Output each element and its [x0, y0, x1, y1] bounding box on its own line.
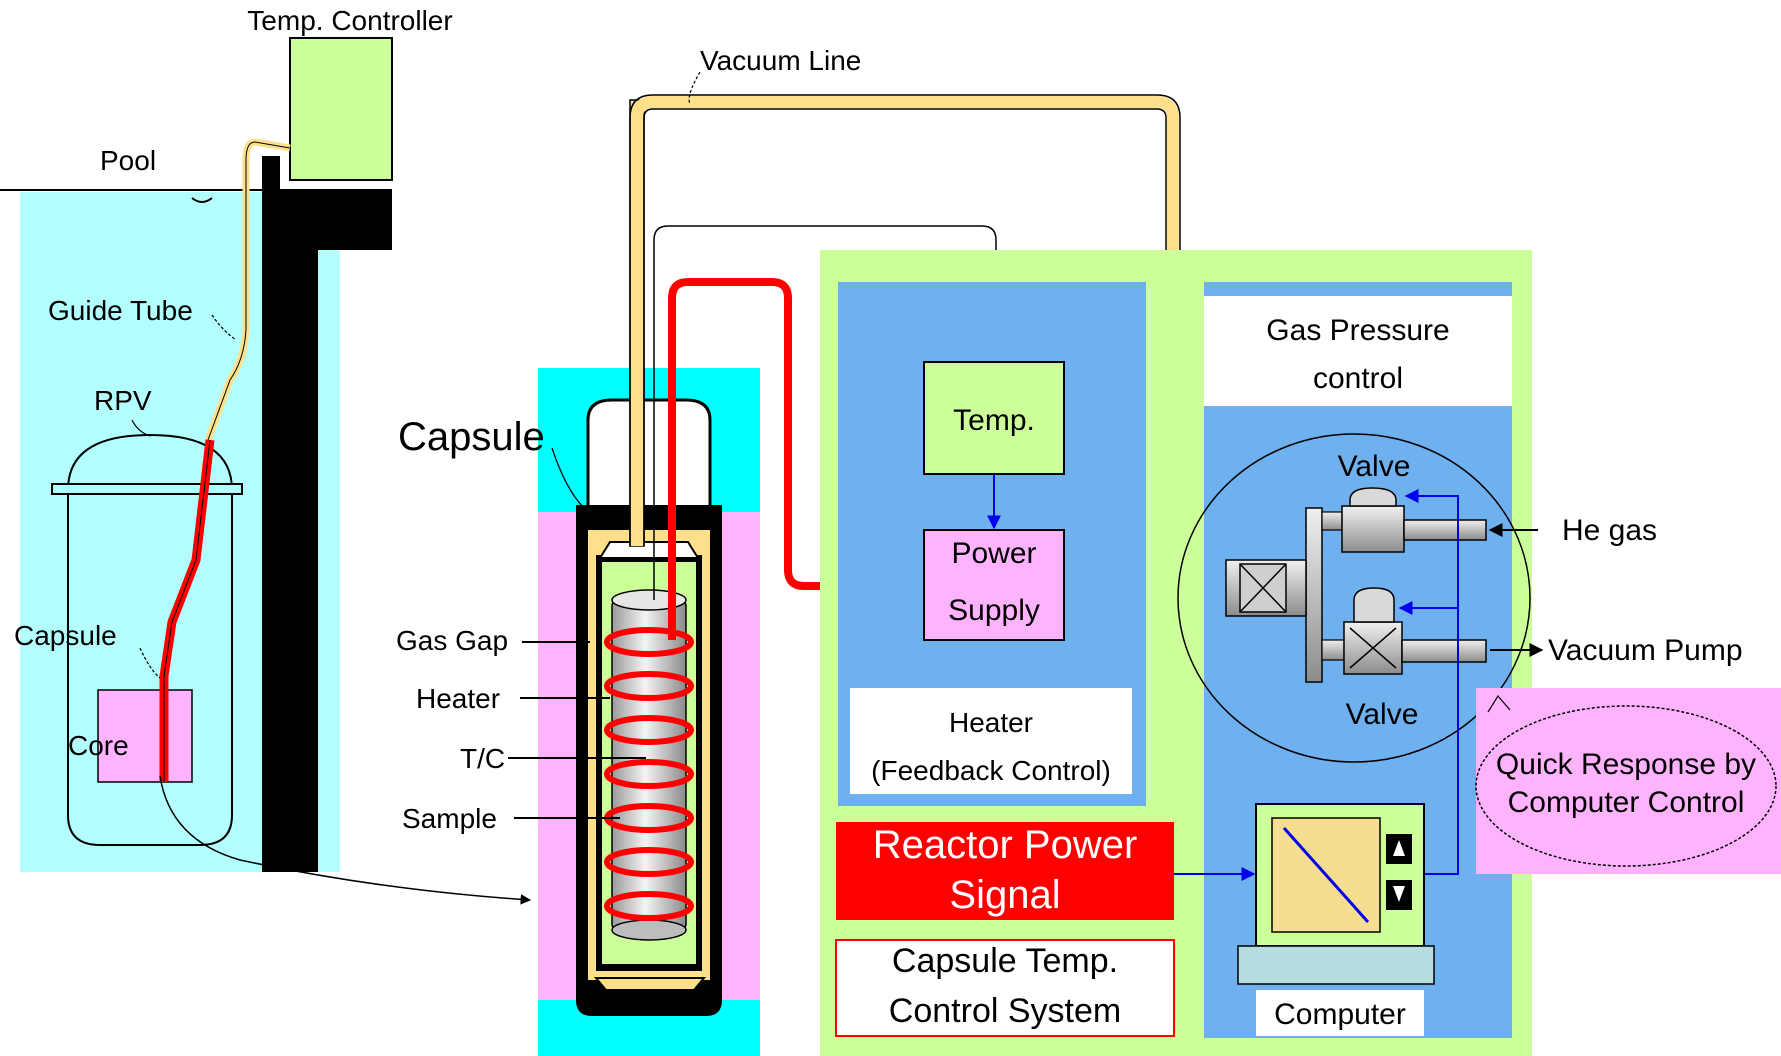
guide-tube-callout — [211, 314, 237, 341]
manifold-bar — [1305, 507, 1323, 683]
quick-response-group: Quick Response by Computer Control — [1475, 688, 1781, 874]
temp-controller-box[interactable] — [289, 37, 393, 181]
computer-signal-line — [1404, 489, 1459, 875]
capsule-top-cap — [586, 398, 712, 512]
quick-response-pointer — [1487, 694, 1511, 713]
tc-signal-line — [653, 225, 1002, 600]
reflector-right — [716, 512, 760, 1000]
capsule-title-leader — [551, 447, 585, 509]
label-temp-controller: Temp. Controller — [247, 5, 452, 36]
label-rpv: RPV — [94, 385, 152, 416]
pool-group: Temp. Controller Pool Guide Tube RPV Cap… — [0, 5, 532, 905]
heater-power-line — [668, 278, 926, 640]
pool-wall — [262, 156, 392, 872]
power-supply-box[interactable] — [923, 529, 1065, 641]
heater-feedback-box — [850, 688, 1132, 794]
label-heater-fc-1: Heater — [949, 707, 1033, 738]
label-heater-fc-2: (Feedback Control) — [871, 755, 1111, 786]
label-pool: Pool — [100, 145, 156, 176]
label-valve-bottom: Valve — [1346, 698, 1419, 731]
capsule-left-callout — [139, 647, 161, 679]
sample-cylinder-top — [611, 589, 687, 611]
label-core: Core — [68, 730, 129, 761]
quick-response-ellipse — [1475, 705, 1777, 867]
label-reactor-power-2: Signal — [949, 873, 1060, 917]
label-gas-gap: Gas Gap — [396, 625, 508, 656]
capsule-inner-lip — [598, 541, 700, 559]
reactor-power-signal-box — [836, 822, 1174, 920]
label-vacuum-line: Vacuum Line — [700, 45, 861, 76]
main-valve-icon — [1225, 559, 1307, 617]
capsule-line-outline — [163, 439, 211, 782]
capsule-detail-group: Capsule Gas Gap Heater T/C Sample — [396, 99, 760, 1056]
label-capsule-left: Capsule — [14, 620, 117, 651]
label-temp-box: Temp. — [953, 404, 1035, 437]
label-capsule-system-1: Capsule Temp. — [892, 942, 1118, 980]
capsule-detail-arrow — [159, 775, 532, 905]
computer-icon[interactable] — [1237, 803, 1435, 985]
label-power-supply-2: Supply — [948, 594, 1040, 627]
label-sample: Sample — [402, 803, 497, 834]
label-valve-top: Valve — [1338, 450, 1411, 483]
heater-coil-icon — [604, 627, 694, 921]
capsule-bottom-lip — [593, 977, 707, 991]
control-system-group: Temp. Power Supply Heater (Feedback Cont… — [820, 250, 1743, 1056]
label-quick-response-2: Computer Control — [1508, 786, 1745, 819]
rpv-flange — [51, 483, 243, 495]
label-he-gas: He gas — [1562, 514, 1657, 547]
rpv-callout — [131, 419, 151, 437]
guide-tube-outline — [207, 141, 291, 441]
reflector-left — [538, 512, 578, 1000]
label-vacuum-pump: Vacuum Pump — [1548, 634, 1743, 667]
valve-icon — [1321, 487, 1487, 553]
label-heater: Heater — [416, 683, 500, 714]
capsule-system-box — [835, 939, 1175, 1037]
label-capsule-title: Capsule — [398, 415, 545, 459]
label-quick-response-1: Quick Response by — [1496, 748, 1756, 781]
computer-label-box — [1256, 990, 1424, 1036]
label-gas-pressure-2: control — [1313, 362, 1403, 395]
label-capsule-system-2: Control System — [889, 992, 1121, 1030]
gas-pressure-box — [1204, 296, 1512, 406]
core-box — [97, 689, 193, 783]
vacuum-line-callout — [688, 71, 701, 105]
label-gas-pressure-1: Gas Pressure — [1266, 314, 1449, 347]
pool-surface-marker — [191, 197, 213, 203]
label-power-supply-1: Power — [951, 537, 1036, 570]
label-guide-tube: Guide Tube — [48, 295, 193, 326]
valve-icon — [1321, 587, 1487, 675]
label-computer: Computer — [1274, 998, 1406, 1031]
valve-assembly-circle — [1177, 433, 1531, 763]
label-tc: T/C — [460, 743, 505, 774]
label-reactor-power-1: Reactor Power — [873, 823, 1138, 867]
sample-cylinder-bottom — [611, 919, 687, 941]
